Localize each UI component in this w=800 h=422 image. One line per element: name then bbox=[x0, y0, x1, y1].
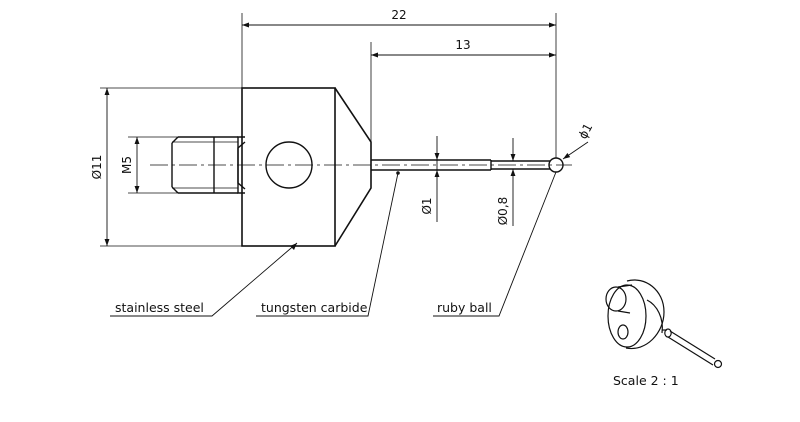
label-tungsten-carbide: tungsten carbide bbox=[261, 300, 368, 315]
dim-body-diameter: Ø11 bbox=[90, 155, 104, 180]
leader-lines bbox=[110, 171, 557, 317]
label-stainless-steel: stainless steel bbox=[115, 300, 204, 315]
body-block bbox=[241, 87, 336, 247]
dim-stem-diameter: Ø1 bbox=[420, 197, 434, 214]
dim-total-length: 22 bbox=[391, 8, 406, 22]
dim-thread-size: M5 bbox=[120, 156, 134, 174]
extension-lines bbox=[100, 13, 557, 247]
dim-shaft-length: 13 bbox=[455, 38, 470, 52]
leader-tip-body bbox=[290, 243, 297, 250]
scale-label: Scale 2 : 1 bbox=[613, 373, 679, 388]
dim-tip-diameter: Ø0,8 bbox=[496, 197, 510, 226]
label-ruby-ball: ruby ball bbox=[437, 300, 492, 315]
leader-dot-stem bbox=[396, 171, 400, 175]
dimension-lines bbox=[104, 22, 589, 246]
cone-taper bbox=[334, 87, 372, 247]
isometric-view bbox=[605, 279, 723, 369]
dim-ball-diameter: ϕ1 bbox=[576, 121, 596, 141]
cross-hole bbox=[265, 141, 313, 189]
stem bbox=[371, 159, 550, 171]
